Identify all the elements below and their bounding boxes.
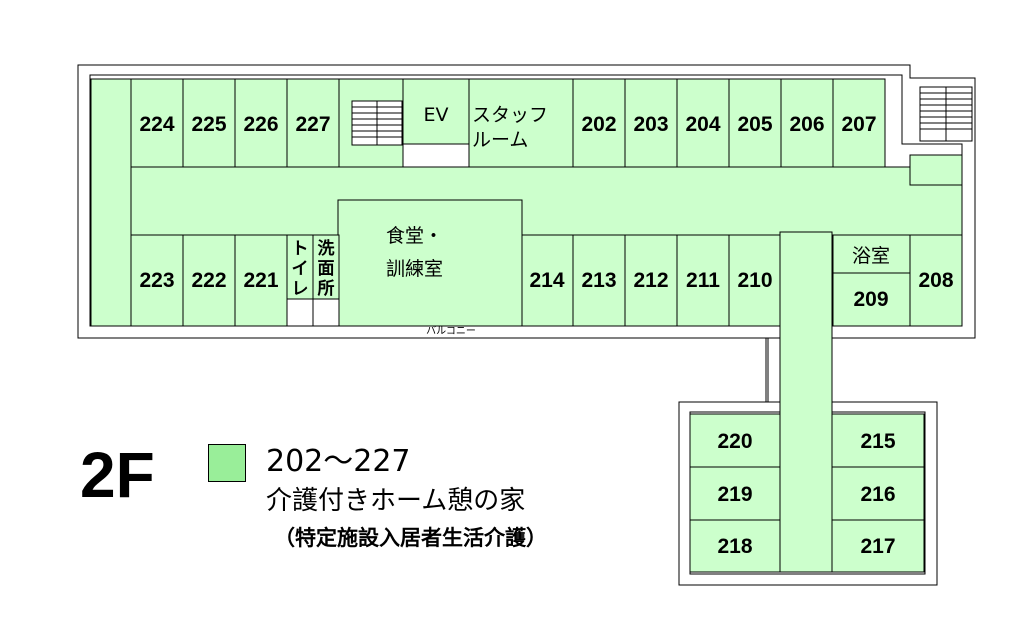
dining-area — [337, 199, 523, 327]
room-202: 202 — [581, 113, 616, 136]
legend-swatch — [208, 444, 246, 482]
room-211: 211 — [686, 269, 720, 292]
bath-label: 浴室 — [852, 245, 890, 267]
room-212-shape — [624, 234, 678, 327]
room-221: 221 — [243, 269, 278, 292]
room-217: 217 — [860, 535, 895, 558]
room-214-shape — [521, 234, 574, 327]
room-217-shape — [831, 519, 925, 573]
room-211-shape — [676, 234, 730, 327]
room-226: 226 — [243, 113, 278, 136]
toilet-label-2: イ — [292, 259, 309, 279]
room-214: 214 — [529, 269, 564, 292]
room-227: 227 — [295, 113, 330, 136]
room-203: 203 — [633, 113, 668, 136]
staff-room-label-1: スタッフ — [472, 104, 548, 126]
room-215-shape — [831, 413, 925, 468]
room-222: 222 — [191, 269, 226, 292]
room-203-shape — [624, 78, 678, 168]
room-210: 210 — [737, 269, 772, 292]
legend-facility-name: 介護付きホーム憩の家 — [266, 486, 526, 516]
balcony-label: バルコニー — [426, 325, 476, 337]
room-220: 220 — [717, 430, 752, 453]
legend-room-range: 202～227 — [266, 444, 411, 479]
room-212: 212 — [633, 269, 668, 292]
room-206: 206 — [789, 113, 824, 136]
room-206-shape — [780, 78, 834, 168]
room-218: 218 — [717, 535, 752, 558]
room-225: 225 — [191, 113, 226, 136]
room-207: 207 — [841, 113, 876, 136]
room-213: 213 — [581, 269, 616, 292]
room-227-shape — [286, 78, 340, 168]
room-210-shape — [728, 234, 781, 327]
toilet-label-1: ト — [292, 239, 309, 259]
room-208-shape — [909, 234, 963, 327]
room-216-shape — [831, 466, 925, 521]
room-208: 208 — [918, 269, 953, 292]
corridor-vertical — [779, 231, 833, 573]
room-224: 224 — [139, 113, 174, 136]
room-205-shape — [728, 78, 782, 168]
room-202-shape — [572, 78, 626, 168]
room-204-shape — [676, 78, 730, 168]
room-226-shape — [234, 78, 288, 168]
stairs-left — [351, 100, 403, 146]
room-221-shape — [234, 234, 288, 327]
washroom-label-3: 所 — [318, 279, 335, 299]
room-204: 204 — [685, 113, 720, 136]
toilet-upper — [286, 234, 314, 300]
room-209: 209 — [853, 288, 888, 311]
room-219-shape — [689, 466, 781, 521]
staff-room-shape — [468, 78, 574, 168]
room-219: 219 — [717, 483, 752, 506]
staff-room-label-2: ルーム — [472, 129, 528, 151]
bath-shape — [832, 234, 911, 274]
room-216: 216 — [860, 483, 895, 506]
stairs-landing — [909, 154, 963, 186]
floor-label: 2F — [80, 439, 155, 511]
corridor-left-strip — [90, 78, 132, 327]
room-215: 215 — [860, 430, 895, 453]
room-225-shape — [182, 78, 236, 168]
room-218-shape — [689, 519, 781, 573]
dining-label-1: 食堂・ — [386, 225, 443, 247]
toilet-label-3: レ — [292, 279, 309, 299]
room-222-shape — [182, 234, 236, 327]
washroom-upper — [312, 234, 340, 300]
room-223: 223 — [139, 269, 174, 292]
room-224-shape — [130, 78, 184, 168]
washroom-label-1: 洗 — [318, 238, 335, 259]
room-207-shape — [832, 78, 886, 168]
room-223-shape — [130, 234, 184, 327]
room-209-shape — [832, 272, 911, 327]
room-205: 205 — [737, 113, 772, 136]
stairs-right — [919, 86, 973, 142]
dining-label-2: 訓練室 — [386, 258, 443, 280]
legend-facility-type: （特定施設入居者生活介護） — [274, 526, 547, 550]
washroom-label-2: 面 — [318, 259, 335, 279]
corridor-area — [90, 166, 963, 236]
ev-label: EV — [423, 104, 448, 126]
room-213-shape — [572, 234, 626, 327]
